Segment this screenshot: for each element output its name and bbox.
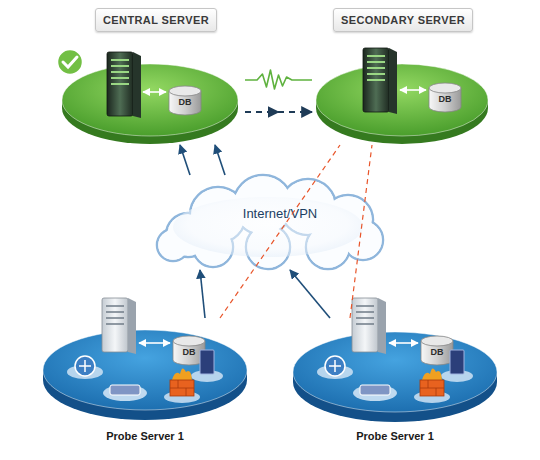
uplink-arrow bbox=[200, 270, 205, 318]
database-label: DB bbox=[168, 95, 202, 109]
uplink-arrow bbox=[290, 270, 330, 318]
router-arrows bbox=[329, 360, 341, 372]
server-tower-side bbox=[133, 52, 141, 118]
platform-top bbox=[293, 332, 497, 412]
probe-slots bbox=[356, 306, 374, 324]
device-pad bbox=[191, 370, 223, 382]
database-top bbox=[169, 86, 201, 96]
probe-label: Probe Server 1 bbox=[290, 428, 500, 444]
cloud-label: Internet/VPN bbox=[160, 205, 400, 223]
server-slots bbox=[367, 56, 385, 80]
probe-slot bbox=[106, 323, 124, 325]
device-pad bbox=[164, 391, 200, 403]
router-icon bbox=[325, 356, 345, 376]
failover-link bbox=[220, 145, 340, 318]
probe-slot bbox=[356, 311, 374, 313]
replication-arrow bbox=[245, 111, 312, 113]
database-top bbox=[173, 336, 205, 346]
server-tower bbox=[363, 48, 389, 112]
probe-slot bbox=[356, 323, 374, 325]
server-slot bbox=[367, 67, 385, 69]
network-cloud: Internet/VPN bbox=[148, 175, 388, 270]
firewall-icon bbox=[420, 380, 444, 396]
device-pad bbox=[414, 391, 450, 403]
database-cylinder: DB bbox=[428, 82, 462, 114]
appliance-icon bbox=[200, 350, 214, 374]
server-slot bbox=[367, 61, 385, 63]
database-label: DB bbox=[172, 345, 206, 359]
check-mark bbox=[63, 57, 77, 67]
server-tower bbox=[107, 52, 133, 116]
probe-slot bbox=[106, 305, 124, 307]
switch-icon bbox=[360, 385, 390, 395]
device-pad bbox=[67, 365, 103, 379]
firewall-flame bbox=[172, 368, 192, 380]
probe-server-platform-shape bbox=[40, 318, 250, 446]
sync-arrow bbox=[143, 91, 166, 93]
cloud-outline bbox=[157, 175, 383, 269]
database-top bbox=[421, 336, 453, 346]
server-tower-side bbox=[389, 48, 397, 114]
uplink-arrow bbox=[180, 145, 190, 175]
probe-tower bbox=[102, 298, 128, 352]
server-slot bbox=[367, 73, 385, 75]
uplink-arrow bbox=[215, 145, 225, 175]
probe-tower-side bbox=[378, 298, 386, 354]
firewall-flame bbox=[422, 368, 442, 380]
server-slot bbox=[111, 83, 129, 85]
database-label: DB bbox=[420, 345, 454, 359]
device-pad bbox=[353, 385, 397, 401]
sync-arrow bbox=[139, 342, 170, 344]
probe-label: Probe Server 1 bbox=[40, 428, 250, 444]
database-cylinder: DB bbox=[420, 335, 454, 367]
server-slot bbox=[111, 59, 129, 61]
probe-tower bbox=[352, 298, 378, 352]
cloud-fill bbox=[158, 176, 382, 268]
device-pad bbox=[317, 365, 353, 379]
probe-slot bbox=[106, 311, 124, 313]
database-cylinder: DB bbox=[172, 335, 206, 367]
firewall-bricks bbox=[420, 380, 444, 396]
server-slot bbox=[111, 77, 129, 79]
probe-server-platform-shape bbox=[290, 318, 500, 446]
platform-top bbox=[62, 64, 238, 136]
central-server-platform: DB CENTRAL SERVER bbox=[55, 8, 245, 145]
device-pad bbox=[103, 385, 147, 401]
server-slot bbox=[367, 79, 385, 81]
sync-arrow bbox=[389, 342, 418, 344]
router-icon bbox=[75, 356, 95, 376]
probe-slot bbox=[356, 305, 374, 307]
appliance-icon bbox=[450, 350, 464, 374]
probe-slots bbox=[106, 306, 124, 324]
server-slots bbox=[111, 60, 129, 84]
probe-server-platform: DB Probe Server 1 bbox=[40, 318, 250, 446]
router-arrows bbox=[79, 360, 91, 372]
server-slot bbox=[111, 71, 129, 73]
switch-icon bbox=[110, 385, 140, 395]
database-label: DB bbox=[428, 92, 462, 106]
network-cloud-shape bbox=[148, 175, 388, 270]
probe-slot bbox=[106, 317, 124, 319]
sync-arrow bbox=[400, 89, 426, 91]
platform-top bbox=[316, 64, 488, 136]
server-heading: SECONDARY SERVER bbox=[333, 8, 473, 32]
failover-link bbox=[350, 145, 372, 318]
device-pad bbox=[441, 370, 473, 382]
status-badge bbox=[57, 49, 83, 75]
heartbeat-line bbox=[245, 70, 312, 89]
probe-server-platform: DB Probe Server 1 bbox=[290, 318, 500, 446]
server-slot bbox=[111, 65, 129, 67]
database-top bbox=[429, 83, 461, 93]
firewall-icon bbox=[170, 380, 194, 396]
firewall-bricks bbox=[170, 380, 194, 396]
secondary-server-platform: DB SECONDARY SERVER bbox=[312, 8, 497, 145]
server-slot bbox=[367, 55, 385, 57]
probe-tower-side bbox=[128, 298, 136, 354]
server-heading: CENTRAL SERVER bbox=[95, 8, 217, 32]
platform-top bbox=[43, 330, 247, 410]
database-cylinder: DB bbox=[168, 85, 202, 117]
probe-slot bbox=[356, 317, 374, 319]
